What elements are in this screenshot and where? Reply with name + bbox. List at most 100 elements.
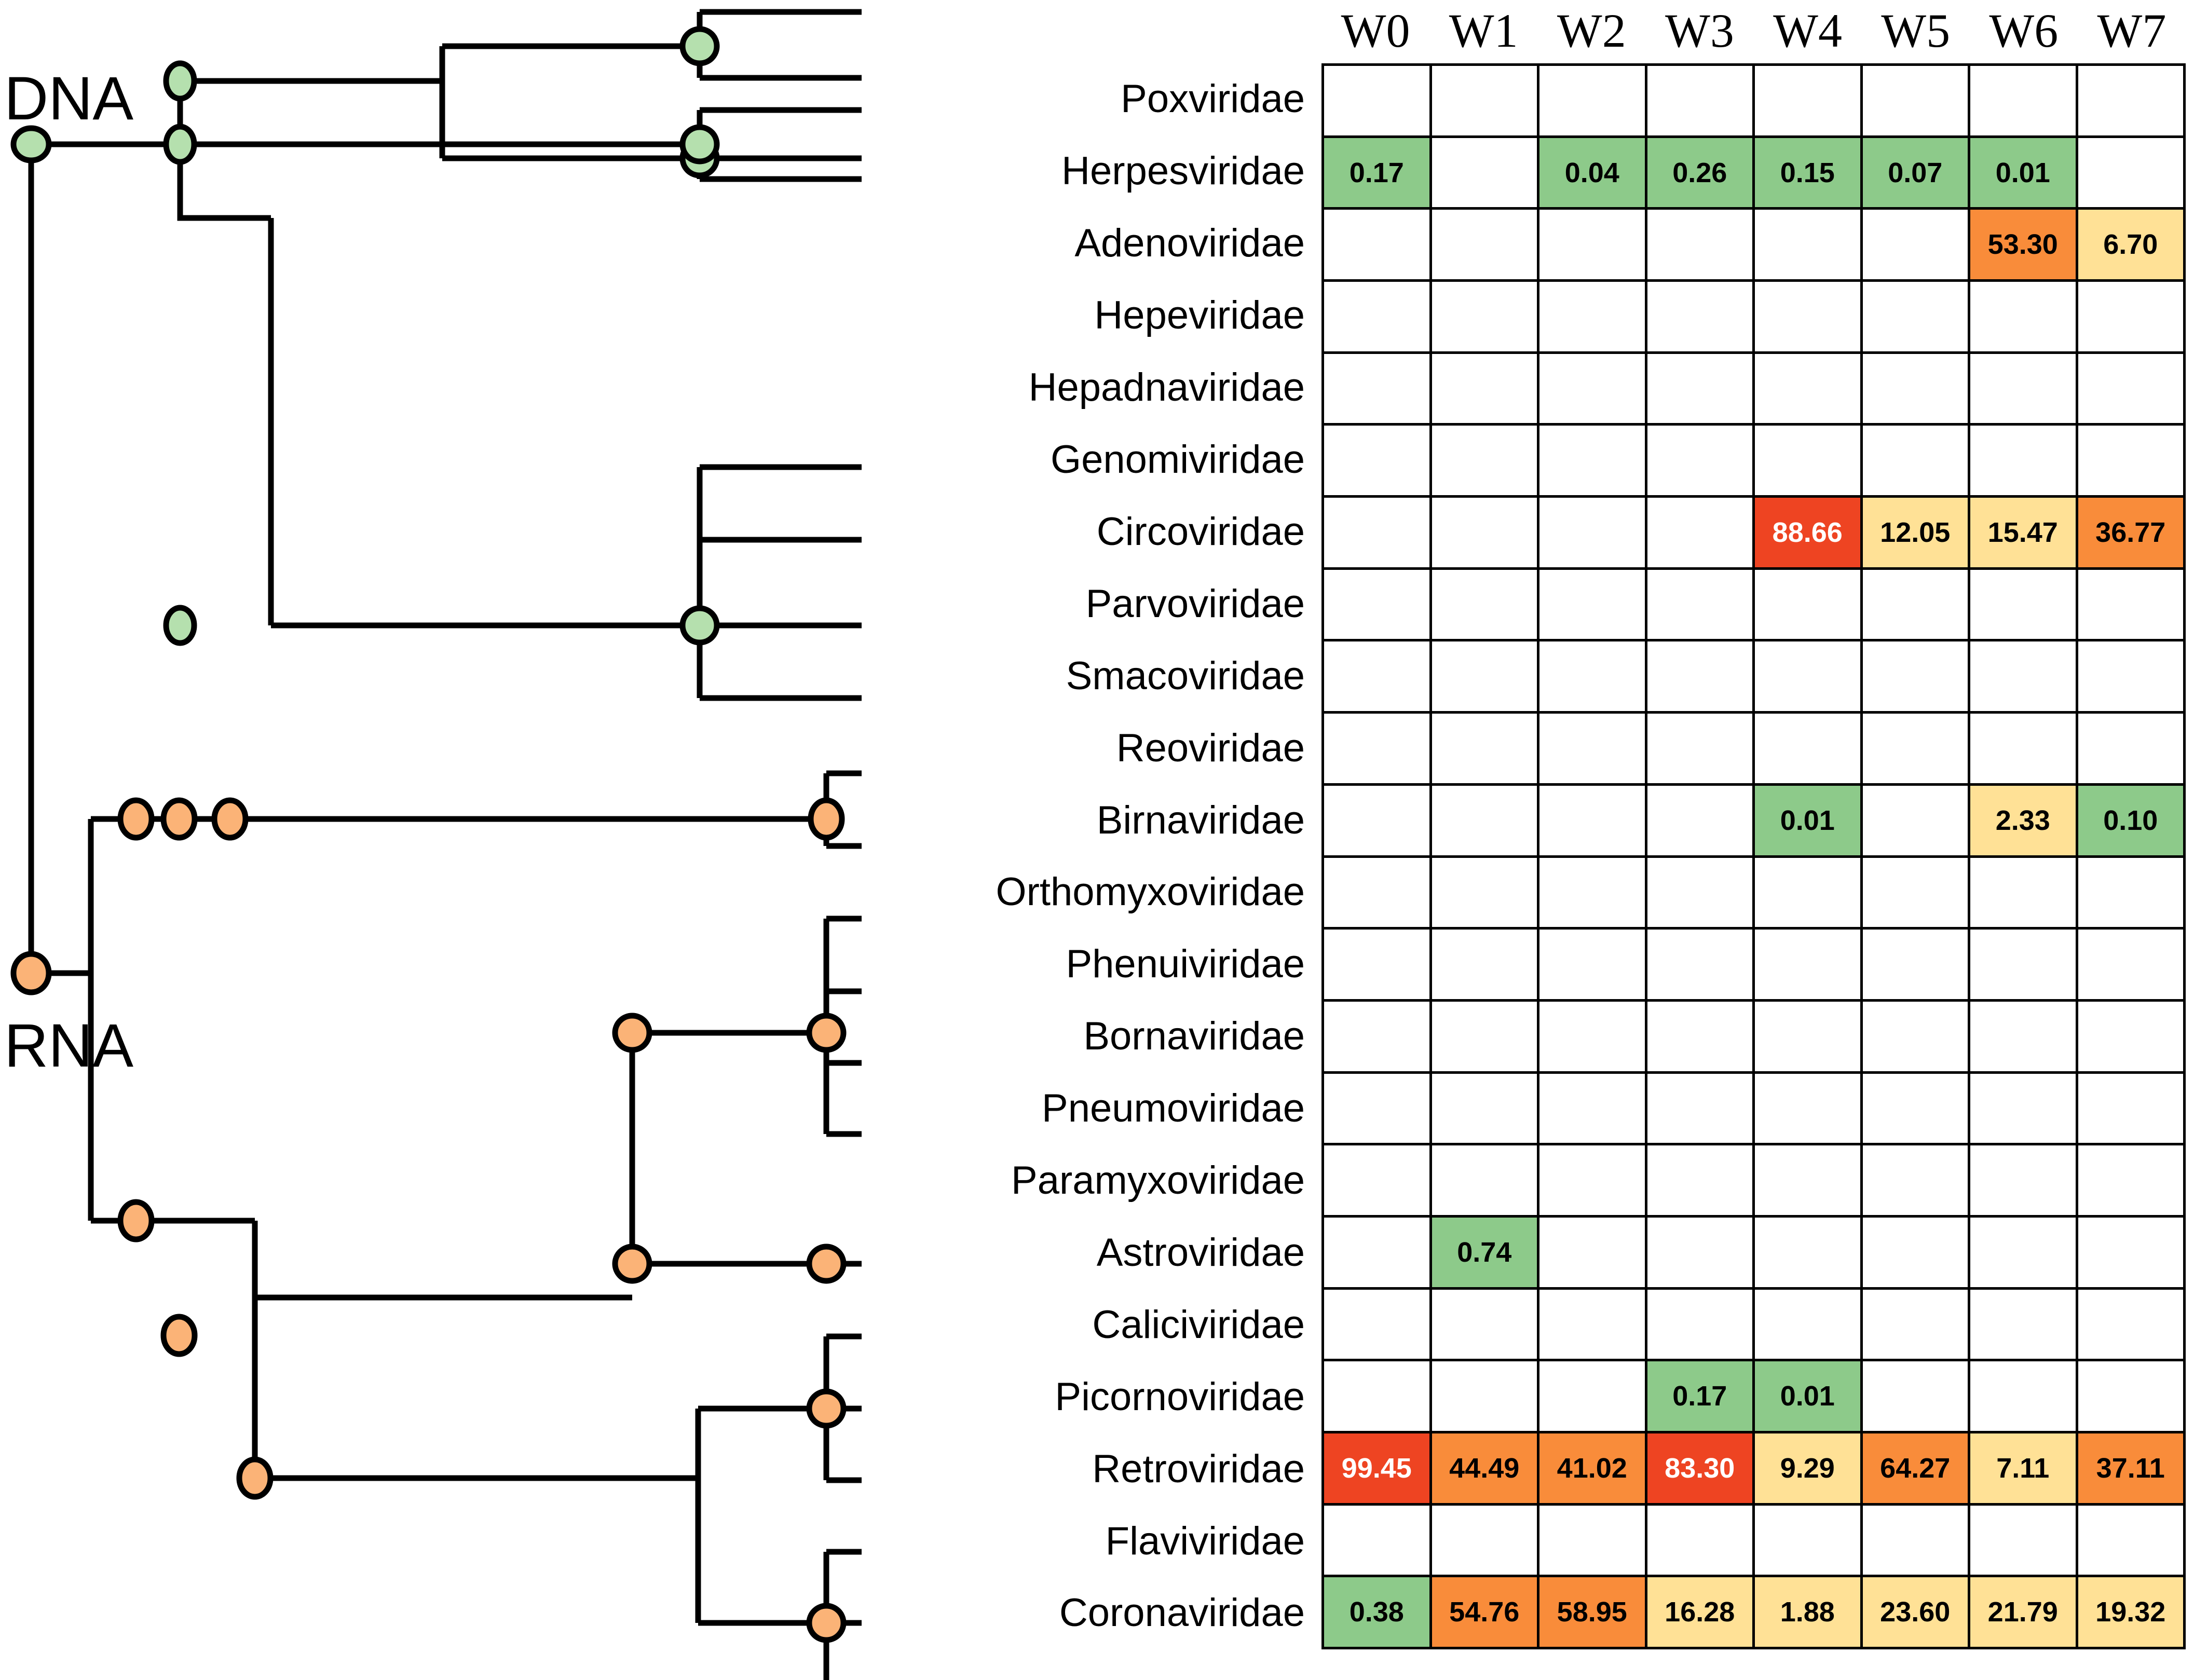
heatmap-cell: [1647, 857, 1752, 927]
taxon-label: Adenoviridae: [1074, 221, 1305, 266]
node-rna-internal-3: [211, 797, 249, 841]
heatmap-cell: [1970, 714, 2076, 783]
heatmap-cell: [1970, 1073, 2076, 1143]
heatmap-cell: [1862, 1145, 1968, 1215]
heatmap-cell: [1647, 569, 1752, 639]
heatmap-cell: 99.45: [1324, 1433, 1429, 1503]
node-rna-internal-6: [160, 1314, 198, 1357]
heatmap-cell: [1539, 353, 1645, 424]
taxon-label: Poxviridae: [1121, 77, 1305, 121]
heatmap-cell: [1539, 1289, 1645, 1359]
heatmap-cell: [1539, 498, 1645, 567]
heatmap-cell: 36.77: [2078, 498, 2183, 567]
heatmap-cell: [2078, 641, 2183, 712]
node-rna-internal-5: [117, 1199, 155, 1242]
taxon-label: Hepeviridae: [1094, 293, 1305, 338]
heatmap-cell: [1970, 857, 2076, 927]
heatmap-cell: [1432, 1289, 1537, 1359]
heatmap-cell: [2078, 1001, 2183, 1071]
heatmap-cell: [1970, 1145, 2076, 1215]
heatmap-cell: [1324, 1361, 1429, 1431]
heatmap-cell: [1324, 66, 1429, 135]
heatmap-cell: [1755, 1217, 1860, 1287]
heatmap-cell: [2078, 353, 2183, 424]
heatmap-cell: 15.47: [1970, 498, 2076, 567]
node-rna-root: [10, 951, 52, 995]
taxon-label: Hepadnaviridae: [1028, 365, 1305, 410]
heatmap-cell: [1432, 210, 1537, 280]
heatmap-column-header: W3: [1665, 4, 1734, 57]
heatmap-cell: [1324, 641, 1429, 712]
heatmap-cell: [1324, 1289, 1429, 1359]
heatmap-cell: [1862, 569, 1968, 639]
heatmap-cell: 53.30: [1970, 210, 2076, 280]
heatmap-cell: [1647, 714, 1752, 783]
heatmap-cell: 0.01: [1970, 138, 2076, 208]
heatmap-cell: 37.11: [2078, 1433, 2183, 1503]
rna-clade: [31, 770, 862, 1680]
heatmap-column-header: W5: [1881, 4, 1951, 57]
heatmap-cell: [1432, 426, 1537, 496]
heatmap-cell: [1539, 1361, 1645, 1431]
heatmap-cell: [1970, 1289, 2076, 1359]
heatmap-cell: [2078, 714, 2183, 783]
heatmap-cell: [1432, 1505, 1537, 1575]
heatmap-cell: 12.05: [1862, 498, 1968, 567]
heatmap-cell: [1647, 1217, 1752, 1287]
heatmap-cell: 44.49: [1432, 1433, 1537, 1503]
heatmap-cell: [2078, 138, 2183, 208]
heatmap-cell: [1647, 66, 1752, 135]
node-rna-internal-8: [806, 1013, 847, 1053]
heatmap-cell: [1539, 1001, 1645, 1071]
heatmap-cell: [1970, 1001, 2076, 1071]
heatmap-cell: [1862, 857, 1968, 927]
heatmap-cell: [1647, 641, 1752, 712]
heatmap-cell: 41.02: [1539, 1433, 1645, 1503]
taxon-label: Bornaviridae: [1083, 1014, 1305, 1059]
dna-root-label: DNA: [4, 64, 133, 133]
heatmap-cell: [1539, 641, 1645, 712]
heatmap-cell: [1539, 66, 1645, 135]
node-dna-internal-6: [679, 124, 720, 165]
taxon-label: Pneumoviridae: [1042, 1086, 1305, 1131]
node-rna-internal-11: [236, 1456, 274, 1500]
heatmap-cell: 0.38: [1324, 1577, 1429, 1647]
node-rna-internal-12: [806, 1388, 847, 1429]
heatmap-cell: [2078, 1361, 2183, 1431]
heatmap-cell: 21.79: [1970, 1577, 2076, 1647]
taxon-label: Herpesviridae: [1061, 149, 1305, 194]
node-rna-internal-10: [806, 1244, 847, 1284]
heatmap-cell: [1539, 785, 1645, 855]
taxon-label: Birnaviridae: [1096, 798, 1305, 842]
heatmap-cell: 83.30: [1647, 1433, 1752, 1503]
heatmap-cell: [1970, 569, 2076, 639]
heatmap-cell: [1324, 210, 1429, 280]
heatmap-cell: [1647, 785, 1752, 855]
heatmap-cell: [1755, 569, 1860, 639]
heatmap-cell: [1539, 714, 1645, 783]
heatmap-cell: [2078, 282, 2183, 351]
heatmap-cell: [1324, 1505, 1429, 1575]
heatmap-cell: [1324, 353, 1429, 424]
heatmap-cell: [1755, 426, 1860, 496]
heatmap-cell: [1647, 282, 1752, 351]
dna-clade: [28, 9, 862, 973]
heatmap-cell: [1862, 714, 1968, 783]
taxon-label: Astroviridae: [1096, 1230, 1305, 1275]
heatmap-cell: [1539, 930, 1645, 999]
heatmap-cell: [1755, 1505, 1860, 1575]
heatmap-cell: [1432, 930, 1537, 999]
heatmap-cell: 0.15: [1755, 138, 1860, 208]
heatmap-cell: [1432, 138, 1537, 208]
heatmap-cell: 6.70: [2078, 210, 2183, 280]
heatmap-cell: [1862, 1289, 1968, 1359]
heatmap-cell: [1647, 210, 1752, 280]
heatmap-cell: [1862, 1001, 1968, 1071]
heatmap-cell: [1970, 66, 2076, 135]
heatmap-cell: [1647, 426, 1752, 496]
heatmap-cell: [1755, 857, 1860, 927]
node-dna-internal-1: [163, 60, 197, 102]
heatmap-cell: 0.74: [1432, 1217, 1537, 1287]
